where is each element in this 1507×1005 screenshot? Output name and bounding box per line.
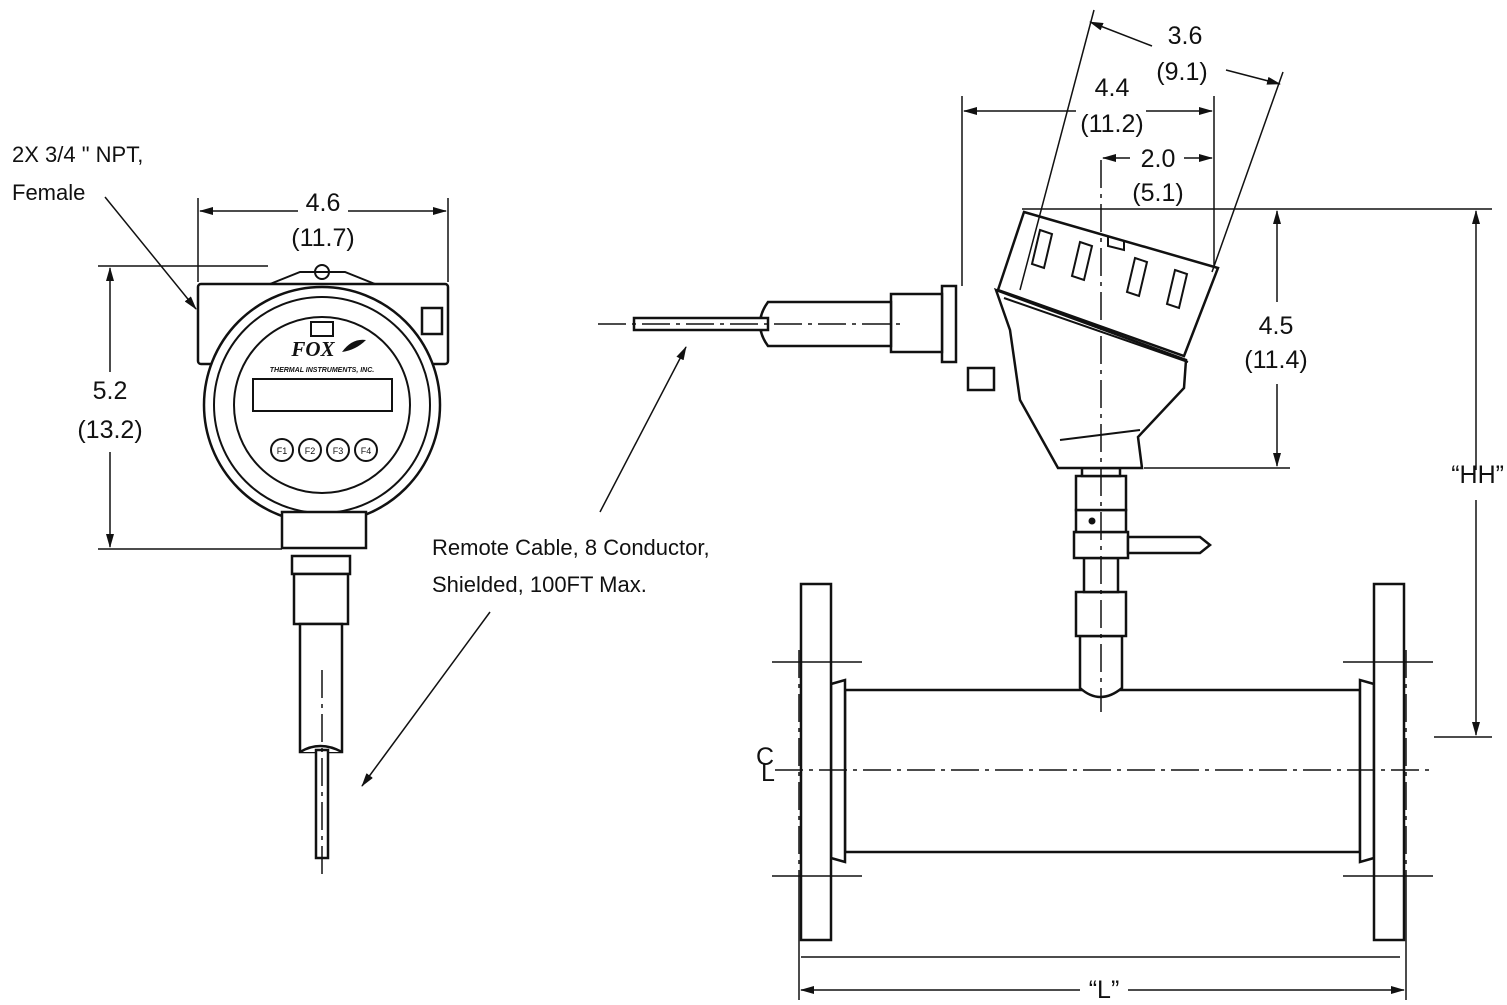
npt-note-line2: Female [12, 180, 85, 205]
cable-callout: Remote Cable, 8 Conductor, Shielded, 100… [361, 346, 710, 787]
cap-dia-extension-left [1019, 9, 1095, 291]
cap-dia-line-right [1225, 69, 1281, 85]
cap-slots [1030, 228, 1189, 310]
display-window [233, 316, 411, 494]
remote-enclosure-front-view: FOX THERMAL INSTRUMENTS, INC. F1 F2 F3 F… [196, 264, 450, 880]
cable-note-line2: Shielded, 100FT Max. [432, 572, 647, 597]
head-offset-cm: (5.1) [1132, 179, 1183, 207]
head-height-cm: (11.4) [1244, 346, 1307, 374]
cable-gland [292, 572, 350, 626]
key-f4-button [354, 438, 378, 462]
cap-dia-extension-right [1211, 71, 1284, 273]
enclosure-width-cm: (11.7) [291, 224, 354, 252]
ground-screw [966, 366, 996, 392]
centerline-symbol-l: L [761, 759, 775, 787]
cable-note-line1: Remote Cable, 8 Conductor, [432, 535, 710, 560]
flange-left [799, 582, 833, 942]
head-height-in: 4.5 [1259, 312, 1294, 340]
cap-rim [1003, 297, 1189, 363]
transmitter-cap [996, 210, 1220, 358]
overall-height-label: “HH” [1451, 461, 1504, 489]
probe-handle [1126, 535, 1213, 555]
head-width-cm: (11.2) [1080, 110, 1143, 138]
function-keys: F1 F2 F3 F4 [270, 438, 378, 462]
conduit-nut [889, 292, 944, 354]
conduit-flange [940, 284, 958, 364]
flange-hub-left [829, 678, 847, 864]
key-f3-label: F3 [333, 446, 344, 456]
head-diameter-cm: (9.1) [1156, 58, 1207, 86]
housing-joint [1059, 429, 1141, 441]
enclosure-height-in: 5.2 [93, 377, 128, 405]
key-f3-button [326, 438, 350, 462]
cap-dia-line-left [1089, 21, 1153, 47]
logo-brand: FOX [290, 337, 335, 361]
cable-jacket [298, 622, 344, 754]
key-f1-button [270, 438, 294, 462]
flowmeter-side-view [598, 160, 1433, 942]
key-f4-label: F4 [361, 446, 372, 456]
key-f2-button [298, 438, 322, 462]
key-f2-label: F2 [305, 446, 316, 456]
cable-leader-down [361, 611, 491, 787]
npt-note-line1: 2X 3/4 " NPT, [12, 142, 143, 167]
side-fitting [420, 306, 444, 336]
transmitter-housing [993, 287, 1188, 470]
flowmeter-dimensions: 3.6 (9.1) 4.4 (11.2) 2.0 (5.1) 4.5 (11.4… [756, 9, 1504, 1004]
housing-lug [269, 271, 376, 285]
head-diameter-in: 3.6 [1168, 22, 1203, 50]
centerline-symbol-c: C [756, 743, 774, 771]
pipe-body [843, 688, 1362, 854]
head-width-in: 4.4 [1095, 74, 1130, 102]
enclosure-width-in: 4.6 [306, 189, 341, 217]
npt-callout: 2X 3/4 " NPT, Female [12, 142, 197, 310]
logo-tagline: THERMAL INSTRUMENTS, INC. [270, 367, 375, 374]
cable-leader-up [599, 346, 687, 513]
flange-right [1372, 582, 1406, 942]
length-label: “L” [1089, 976, 1120, 1004]
enclosure-dimensions: 4.6 (11.7) 5.2 (13.2) [77, 189, 449, 550]
nut-upper [290, 554, 352, 576]
enclosure-height-cm: (13.2) [77, 416, 142, 444]
status-indicator [310, 321, 334, 337]
housing-neck [280, 510, 368, 550]
housing-lug-eye [314, 264, 330, 280]
flange-hub-right [1358, 678, 1376, 864]
npt-leader [104, 196, 197, 310]
probe-lock-screw [1088, 517, 1096, 525]
head-offset-in: 2.0 [1141, 145, 1176, 173]
lcd-display [252, 378, 393, 412]
key-f1-label: F1 [277, 446, 288, 456]
logo-leaf-icon [342, 339, 366, 352]
